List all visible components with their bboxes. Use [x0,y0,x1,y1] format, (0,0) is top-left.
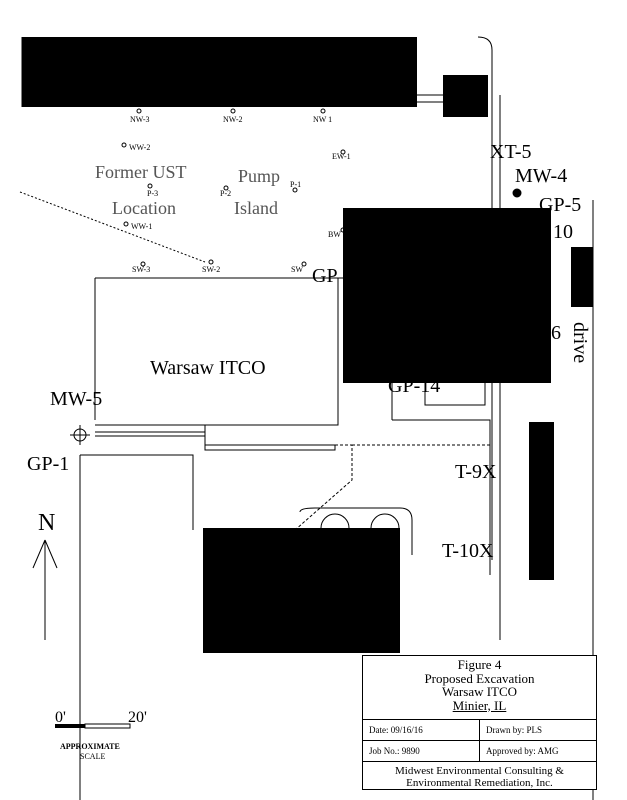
approved-by: Approved by: AMG [479,741,596,761]
label-p2: P-2 [220,189,231,198]
label-nw3: NW-3 [130,115,150,124]
job-number: Job No.: 9890 [369,746,420,756]
label-bw: BW [328,230,341,239]
label-6: 6 [551,322,561,344]
label-gp: GP [312,265,338,287]
label-sw3: SW-3 [132,265,150,274]
title-block: Figure 4 Proposed Excavation Warsaw ITCO… [362,655,597,790]
title-block-row-1: Date: 09/16/16 Drawn by: PLS [363,720,596,741]
redaction-block-top [22,37,417,107]
label-10: 10 [553,221,573,243]
label-former-ust: Former UST [95,162,187,182]
redaction-block-drive [571,247,593,307]
label-nw2: NW-2 [223,115,243,124]
well-markers [70,108,522,445]
scale-bar-light [84,723,131,729]
label-sw: SW [291,265,303,274]
scale-bar-dark [55,724,85,728]
label-gp14: GP-14 [388,375,440,397]
site-location: Minier, IL [452,697,507,713]
label-ew1: EW-1 [332,152,351,161]
redaction-block-small [443,75,488,117]
label-nw1: NW 1 [313,115,332,124]
north-arrow-icon [32,539,58,569]
redacted-blocks [22,37,593,653]
site-name: Warsaw ITCO [441,684,518,699]
label-mw5: MW-5 [50,388,102,410]
label-pump: Pump [238,166,280,186]
label-ww1: WW-1 [131,222,152,231]
company-line-2: Environmental Remediation, Inc. [406,777,553,789]
company-name: Midwest Environmental Consulting & Envir… [363,762,596,789]
label-former-ust-location: Location [112,198,176,218]
mw4-well-icon [512,188,522,198]
drive-label: drive [569,322,591,363]
scale-twenty: 20' [128,709,147,726]
redaction-block-bottom [203,528,400,653]
redaction-block-right [529,422,554,580]
label-ww2: WW-2 [129,143,150,152]
label-sw2: SW-2 [202,265,220,274]
label-mw4: MW-4 [515,165,567,187]
company-line-1: Midwest Environmental Consulting & [395,765,564,777]
drawn-by: Drawn by: PLS [479,720,596,740]
label-gp1: GP-1 [27,453,69,475]
title-block-header: Figure 4 Proposed Excavation Warsaw ITCO… [363,656,596,720]
redaction-block-center [343,208,551,383]
label-xt5: XT-5 [490,141,531,163]
title-block-row-2: Job No.: 9890 Approved by: AMG [363,741,596,762]
north-label: N [38,510,55,536]
label-t9x: T-9X [455,461,497,483]
date: Date: 09/16/16 [369,725,423,735]
scale-zero: 0' [55,709,66,726]
label-t10x: T-10X [442,540,494,562]
scale-label-2: SCALE [80,752,105,761]
scale-label-1: APPROXIMATE [60,742,120,751]
label-p1: P-1 [290,180,301,189]
label-island: Island [234,198,278,218]
figure-title: Proposed Excavation [424,670,535,686]
figure-number: Figure 4 [457,657,502,672]
label-gp5: GP-5 [539,194,581,216]
building-label: Warsaw ITCO [150,357,266,379]
label-p3: P-3 [147,189,158,198]
